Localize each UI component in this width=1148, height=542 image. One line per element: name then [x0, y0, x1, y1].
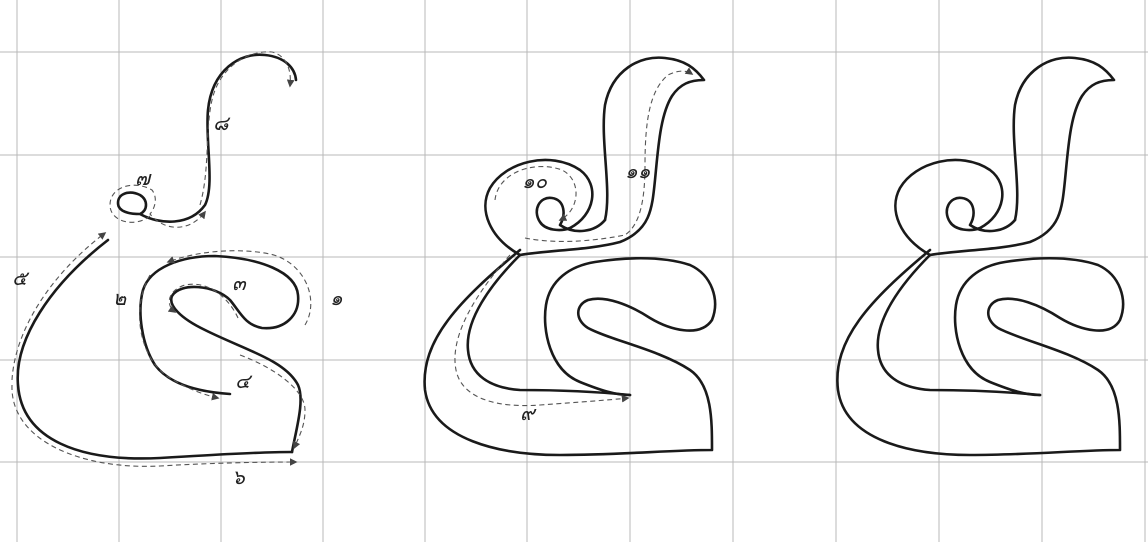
panel1-guide-5 [140, 275, 218, 398]
panel2-guide-9 [455, 255, 628, 406]
panel3-outer-outline [837, 250, 1123, 455]
stroke-number-6: ๖ [232, 465, 246, 489]
panel-outline-guides: ๙ ๑๐ ๑๑ [425, 58, 715, 455]
stroke-number-9: ๙ [520, 401, 537, 425]
panel-stroke-order: ๑ ๒ ๓ ๔ ๕ ๖ ๗ ๘ [12, 52, 343, 489]
stroke-number-5: ๕ [12, 266, 30, 290]
stroke-number-7: ๗ [135, 166, 152, 190]
panel1-guide-7 [110, 185, 205, 227]
stroke-number-11: ๑๑ [625, 159, 651, 183]
stroke-number-1: ๑ [330, 286, 343, 310]
stroke-number-3: ๓ [232, 271, 247, 295]
panel3-neck-crest [930, 58, 1114, 255]
panel-finished-outline [837, 58, 1123, 455]
stroke-number-4: ๔ [235, 369, 253, 393]
panel2-neck-crest [520, 58, 704, 255]
stroke-number-2: ๒ [113, 286, 127, 310]
stroke-number-10: ๑๐ [522, 169, 548, 193]
panel1-neck-stroke [118, 55, 296, 222]
panel3-head-loop [895, 160, 1015, 255]
stroke-number-8: ๘ [213, 111, 231, 135]
